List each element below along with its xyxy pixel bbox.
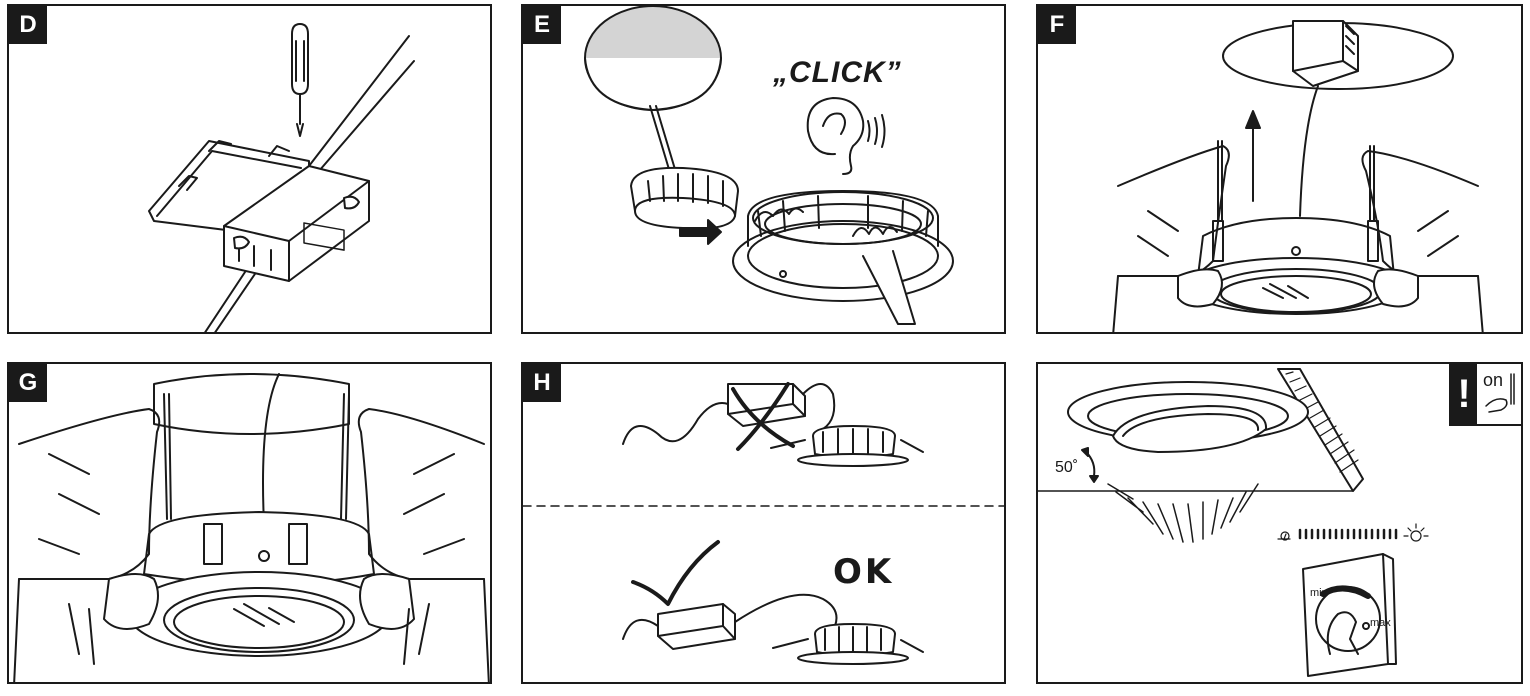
panel-e-illustration	[584, 6, 954, 325]
light-rays	[1107, 483, 1259, 543]
junction-box-body	[223, 165, 370, 282]
dimmer-switch	[1302, 553, 1397, 677]
screwdriver-icon	[291, 23, 309, 137]
click-sound-label: „CLICK”	[773, 56, 902, 89]
ear-icon	[806, 97, 886, 175]
hands	[1112, 145, 1484, 332]
fixture-ring	[732, 190, 954, 325]
panel-d-label: D	[9, 6, 47, 44]
hands	[13, 408, 490, 682]
panel-f-illustration	[1112, 20, 1484, 332]
panel-h-label: H	[523, 364, 561, 402]
panel-h: H OK	[521, 362, 1006, 684]
ok-label: OK	[833, 552, 895, 592]
dimmer-scale	[1277, 523, 1429, 542]
panel-f: F	[1036, 4, 1523, 334]
led-module	[630, 166, 739, 230]
panel-h-illustration	[523, 382, 1004, 665]
warning-box: ! on	[1449, 364, 1521, 426]
fixture-body	[128, 511, 390, 657]
correct-mounting	[622, 593, 924, 665]
on-label: on	[1483, 370, 1504, 390]
panel-i-illustration	[1038, 368, 1429, 677]
checkmark-icon	[631, 540, 720, 606]
panel-i: ! on 50˚ min max	[1036, 362, 1523, 684]
cable-lower-b	[214, 267, 260, 332]
panel-d: D	[7, 4, 492, 334]
cable-upper-b	[318, 60, 415, 172]
tilted-fixture	[1067, 381, 1309, 453]
wrong-mounting	[622, 383, 924, 467]
up-arrow-icon	[1245, 110, 1261, 202]
panel-d-illustration	[148, 23, 415, 332]
dial-min-label: min	[1310, 587, 1328, 599]
panel-f-label: F	[1038, 6, 1076, 44]
panel-e-label: E	[523, 6, 561, 44]
panel-e: E „CLICK”	[521, 4, 1006, 334]
cable-upper-a	[308, 35, 410, 167]
panel-g-illustration	[13, 373, 490, 682]
hand-switch-icon	[1485, 373, 1515, 413]
insert-arrow-icon	[679, 219, 722, 245]
driver-box	[1292, 20, 1359, 87]
ceiling-section	[1277, 368, 1364, 492]
cable-lower-a	[204, 265, 250, 332]
dial-max-label: max	[1370, 617, 1391, 629]
warning-icon: !	[1451, 364, 1477, 424]
panel-g: G	[7, 362, 492, 684]
tilt-angle-label: 50˚	[1055, 459, 1079, 476]
cross-icon	[731, 382, 795, 451]
panel-g-label: G	[9, 364, 47, 402]
